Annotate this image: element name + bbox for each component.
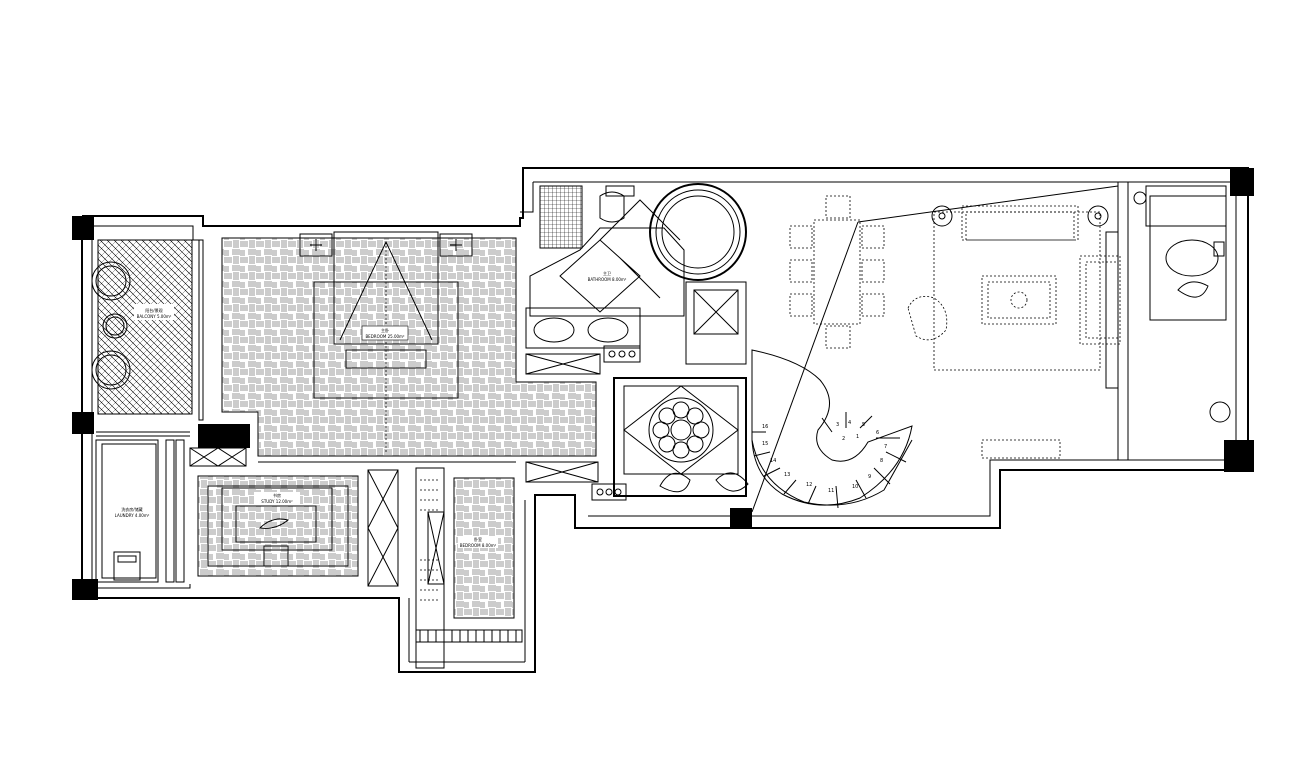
study-room: 书房 STUDY 12.00m² [197,469,399,587]
room-name-study: 书房 [273,492,281,498]
room-name-balcony-left: 阳台/景观 [145,307,162,313]
stair-step-label: 9 [868,474,871,480]
stair-step-label: 6 [876,430,879,436]
stair-step-label: 7 [884,444,887,450]
stair-step-label: 12 [806,482,812,488]
room-sub-balcony-left: BALCONY 5.00m² [137,314,172,319]
living-dining-room [789,182,1129,460]
stair-step-label: 5 [862,422,865,428]
master-bath-room: 主卫 BATHROOM 8.00m² [525,183,747,375]
stair-step-label: 10 [852,484,858,490]
laundry-room: 洗衣房/储藏 LAUNDRY 4.00m² [95,431,190,583]
stair-step-label: 11 [828,488,834,494]
room-name-master-bedroom: 主卧 [381,327,389,333]
stair-step-label: 15 [762,441,768,447]
rotunda-room [525,377,749,501]
room-name-master-bath: 主卫 [603,270,611,276]
room-sub-bedroom-2: BEDROOM 8.00m² [460,543,497,548]
stair-step-label: 4 [848,420,851,426]
stair-step-label: 1 [856,434,859,440]
room-sub-laundry: LAUNDRY 4.00m² [115,513,150,518]
master-bedroom-room: 主卧 BEDROOM 25.00m² [189,231,597,467]
spiral-stair: 16 15 14 13 12 11 10 9 8 7 6 5 4 3 2 1 [751,185,1119,513]
stair-step-label: 14 [770,458,776,464]
stair-step-label: 3 [836,422,839,428]
room-name-bedroom-2: 卧室 [474,536,482,542]
room-sub-master-bath: BATHROOM 8.00m² [588,277,627,282]
room-sub-master-bedroom: BEDROOM 25.00m² [365,334,404,339]
room-sub-study: STUDY 12.00m² [261,499,293,504]
stair-step-label: 16 [762,424,768,430]
structural-columns [72,168,1254,600]
exterior-walls [81,167,1249,673]
room-name-laundry: 洗衣房/储藏 [121,506,142,512]
right-bedroom-room [1133,185,1231,423]
stair-step-label: 13 [784,472,790,478]
bedroom-2-room: 卧室 BEDROOM 8.00m² [415,467,523,669]
stair-step-label: 8 [880,458,883,464]
stair-step-label: 2 [842,436,845,442]
balcony-left-room: 阳台/景观 BALCONY 5.00m² [91,239,204,421]
